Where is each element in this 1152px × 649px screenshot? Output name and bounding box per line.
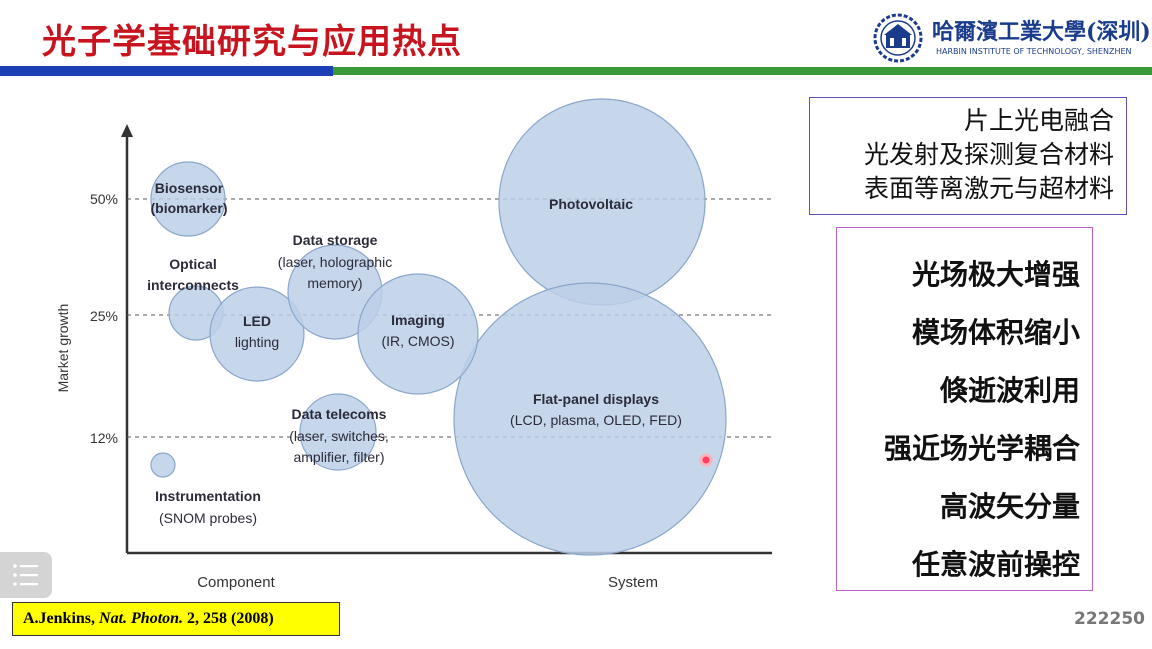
citation-author: A.Jenkins, xyxy=(23,610,96,627)
bubble-instrumentation xyxy=(150,452,176,478)
label-data-storage-detail-2: memory) xyxy=(307,275,362,291)
header-divider-blue xyxy=(0,66,333,76)
y-tick-50: 50% xyxy=(90,191,118,207)
topic-item: 表面等离激元与超材料 xyxy=(863,174,1114,203)
feature-item: 倏逝波利用 xyxy=(939,374,1080,407)
header-divider-green xyxy=(333,67,1152,75)
label-data-telecoms: Data telecoms xyxy=(292,406,387,422)
y-tick-12: 12% xyxy=(90,430,118,446)
slide-title: 光子学基础研究与应用热点 xyxy=(42,22,462,62)
feature-item: 光场极大增强 xyxy=(911,258,1080,291)
label-optical-interconnects-2: interconnects xyxy=(147,277,239,293)
logo-chinese-name: 哈爾濱工業大學(深圳) xyxy=(932,19,1151,45)
label-data-storage: Data storage xyxy=(293,232,378,248)
university-emblem-icon xyxy=(873,13,923,63)
citation-volume-pages: 2, 258 (2008) xyxy=(187,610,274,627)
x-category-system: System xyxy=(608,574,658,591)
university-logo: 哈爾濱工業大學(深圳) HARBIN INSTITUTE OF TECHNOLO… xyxy=(868,12,1151,64)
topic-item: 片上光电融合 xyxy=(963,106,1114,135)
x-category-component: Component xyxy=(197,574,275,591)
label-photovoltaic: Photovoltaic xyxy=(549,196,633,212)
y-axis-arrow-icon xyxy=(121,124,133,137)
citation-reference: A.Jenkins, Nat. Photon. 2, 258 (2008) xyxy=(12,602,340,636)
bubble-imaging xyxy=(357,273,479,395)
label-flat-panel-detail: (LCD, plasma, OLED, FED) xyxy=(510,412,682,428)
list-menu-icon xyxy=(13,564,38,586)
topic-item: 光发射及探测复合材料 xyxy=(863,140,1114,169)
feature-item: 强近场光学耦合 xyxy=(883,432,1080,465)
feature-item: 任意波前操控 xyxy=(911,548,1080,581)
label-imaging-detail: (IR, CMOS) xyxy=(381,333,454,349)
features-box: 光场极大增强 模场体积缩小 倏逝波利用 强近场光学耦合 高波矢分量 任意波前操控 xyxy=(836,227,1093,591)
market-growth-bubble-chart: 50% 25% 12% Market growth Component Syst… xyxy=(55,98,772,591)
label-data-storage-detail-1: (laser, holographic xyxy=(278,254,392,270)
feature-item: 模场体积缩小 xyxy=(911,316,1080,349)
page-number: 222250 xyxy=(1074,609,1145,629)
bubble-data-telecoms xyxy=(299,393,377,471)
research-topics-box: 片上光电融合 光发射及探测复合材料 表面等离激元与超材料 xyxy=(809,97,1127,215)
label-imaging: Imaging xyxy=(391,312,445,328)
y-axis-label: Market growth xyxy=(55,304,71,393)
label-data-telecoms-detail-2: amplifier, filter) xyxy=(293,449,384,465)
pointer-dot-icon xyxy=(699,453,713,467)
logo-english-name: HARBIN INSTITUTE OF TECHNOLOGY, SHENZHEN xyxy=(936,47,1132,56)
label-data-telecoms-detail-1: (laser, switches, xyxy=(289,428,389,444)
label-biosensor-detail: (biomarker) xyxy=(150,200,227,216)
bubble-biosensor xyxy=(150,161,226,237)
bubble-flat-panel-displays xyxy=(453,282,727,556)
label-instrumentation: Instrumentation xyxy=(155,488,261,504)
label-led: LED xyxy=(243,313,271,329)
label-flat-panel: Flat-panel displays xyxy=(533,391,659,407)
label-instrumentation-detail: (SNOM probes) xyxy=(159,510,257,526)
citation-journal: Nat. Photon. xyxy=(99,610,184,627)
y-tick-25: 25% xyxy=(90,308,118,324)
label-biosensor: Biosensor xyxy=(155,180,224,196)
feature-item: 高波矢分量 xyxy=(939,490,1080,523)
label-optical-interconnects-1: Optical xyxy=(169,256,216,272)
bubble-led xyxy=(209,286,305,382)
slide-menu-button[interactable] xyxy=(0,552,52,598)
label-led-detail: lighting xyxy=(235,334,279,350)
